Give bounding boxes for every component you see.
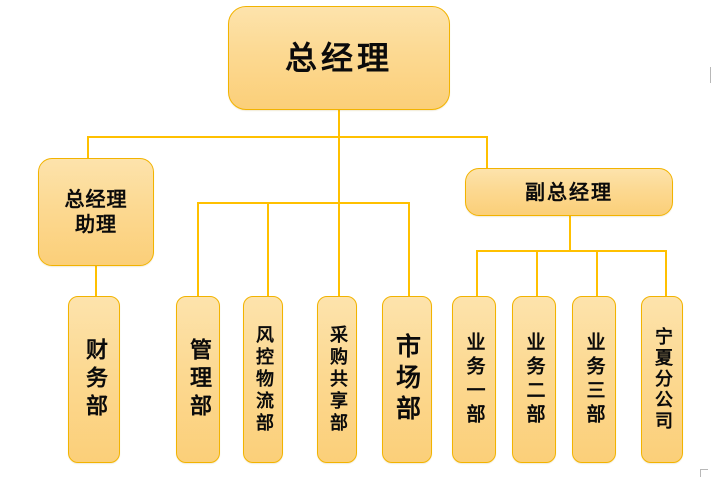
node-ningxia-branch-label: 宁夏分公司 [652,327,673,432]
node-deputy-general-manager[interactable]: 副总经理 [465,168,673,216]
node-marketing-department[interactable]: 市场部 [382,296,432,463]
page-edge-mark-top-right [710,67,711,83]
node-general-manager-assistant-label: 总经理 助理 [64,187,128,236]
connector-deputy-stem [569,216,571,251]
page-corner-mark-horizontal [700,469,708,470]
node-business-department-3-label: 业务三部 [583,331,606,428]
page-corner-mark-vertical [700,469,701,477]
connector-deputy-bus [476,250,666,252]
node-general-manager-assistant[interactable]: 总经理 助理 [38,158,154,266]
node-marketing-department-label: 市场部 [392,333,422,426]
connector-root-stem [338,110,340,137]
node-procurement-sharing-department-label: 采购共享部 [327,324,348,435]
node-general-manager-label: 总经理 [284,39,393,77]
connector-deputy-drop-4 [665,250,667,297]
connector-deputy-drop-1 [476,250,478,297]
connector-middle-drop-1 [197,202,199,297]
connector-top-bus [87,136,487,138]
node-management-department-label: 管理部 [186,337,211,422]
node-business-department-2-label: 业务二部 [523,331,546,428]
connector-middle-drop-2 [267,202,269,297]
node-business-department-1[interactable]: 业务一部 [452,296,496,463]
connector-deputy-drop-2 [536,250,538,297]
connector-to-deputy [486,136,488,169]
connector-middle-drop-4 [408,202,410,297]
node-general-manager[interactable]: 总经理 [228,6,450,110]
node-finance-department-label: 财务部 [82,337,107,422]
connector-middle-bus [197,202,409,204]
node-management-department[interactable]: 管理部 [176,296,220,463]
node-ningxia-branch[interactable]: 宁夏分公司 [641,296,683,463]
connector-to-assistant [87,136,89,159]
node-procurement-sharing-department[interactable]: 采购共享部 [317,296,357,463]
connector-root-center-stem [338,136,340,203]
node-business-department-2[interactable]: 业务二部 [512,296,556,463]
node-business-department-3[interactable]: 业务三部 [572,296,616,463]
connector-middle-drop-3 [338,202,340,297]
node-finance-department[interactable]: 财务部 [68,296,120,463]
node-business-department-1-label: 业务一部 [463,331,486,428]
node-risk-logistics-department[interactable]: 风控物流部 [243,296,283,463]
connector-deputy-drop-3 [596,250,598,297]
node-deputy-general-manager-label: 副总经理 [525,179,613,204]
connector-assistant-to-finance [95,266,97,297]
node-risk-logistics-department-label: 风控物流部 [253,324,274,435]
